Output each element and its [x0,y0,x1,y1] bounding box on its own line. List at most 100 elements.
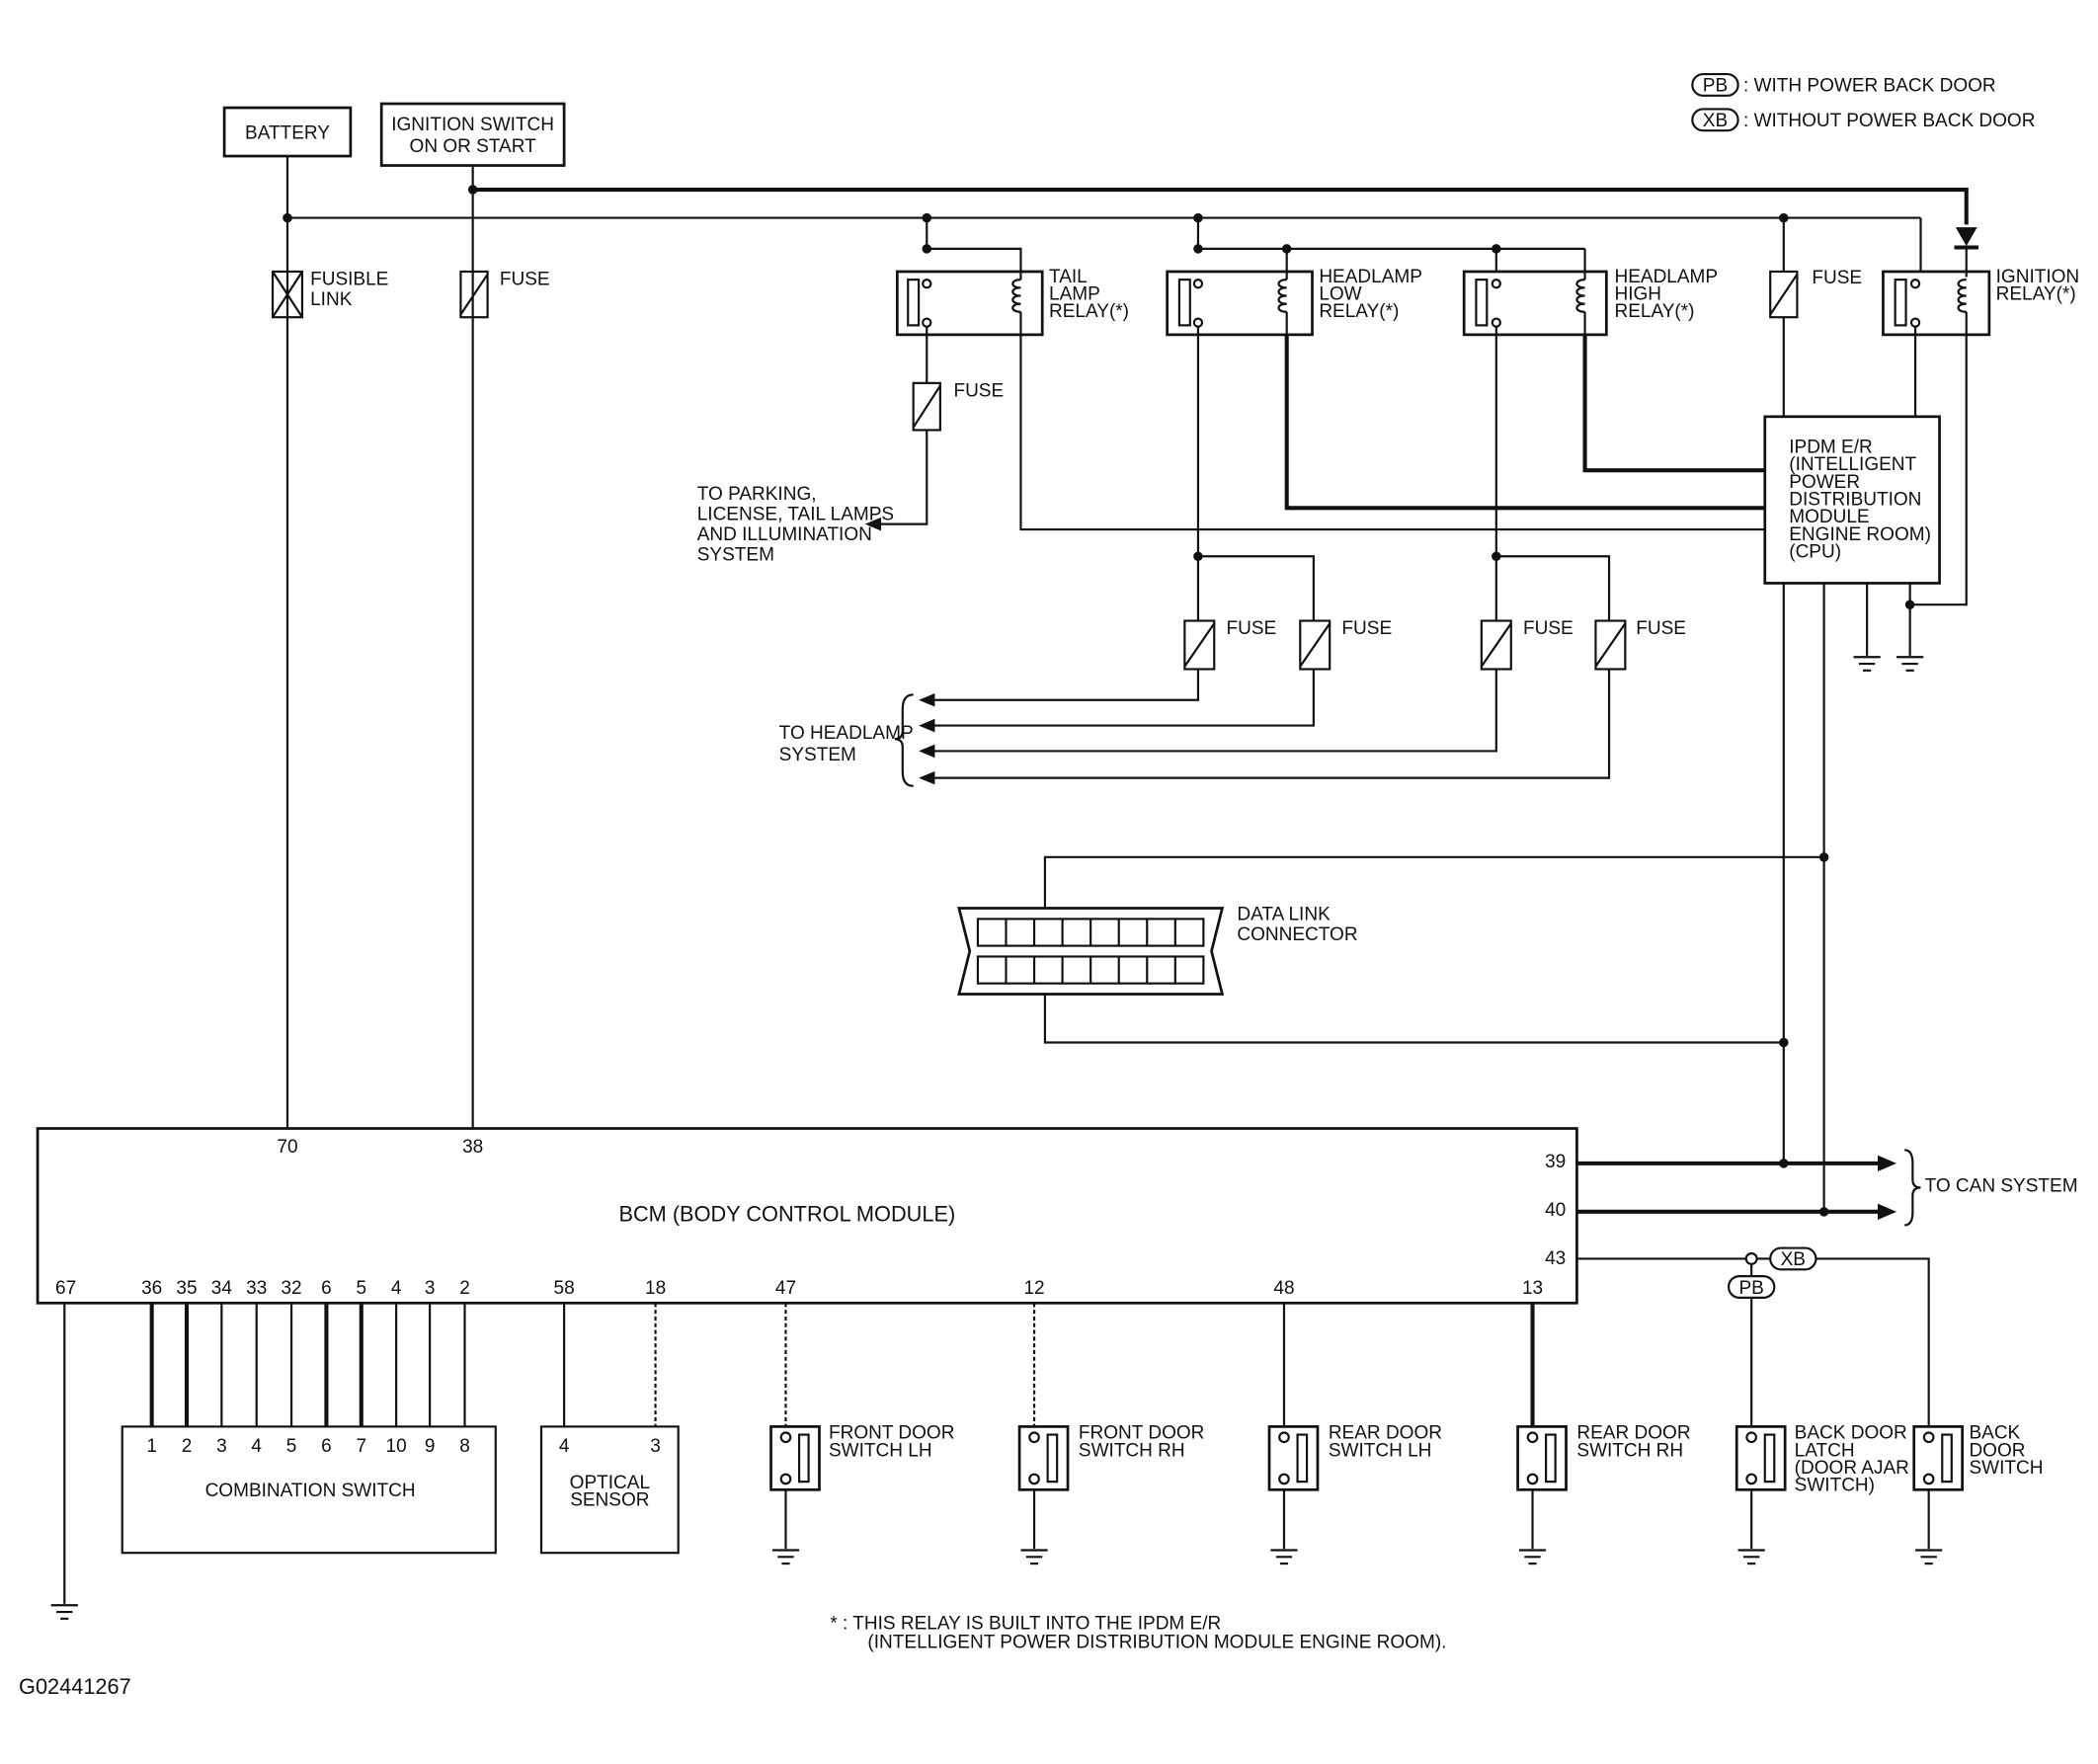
optical-sensor-label-2: SENSOR [570,1490,649,1511]
footnote-1: * : THIS RELAY IS BUILT INTO THE IPDM E/… [830,1614,1221,1635]
hlow-relay-label-3: RELAY(*) [1319,301,1399,322]
diode-icon [1954,227,1978,250]
dlc-label-2: CONNECTOR [1237,924,1357,945]
bcm-pin: 58 [554,1278,575,1299]
fuse-icon [912,381,941,432]
door-switch-icon [1516,1425,1568,1491]
fuse-icon [1183,619,1216,671]
ign-relay-label-2: RELAY(*) [1996,284,2076,305]
ipdm-label-2: (INTELLIGENT [1789,454,1916,475]
os-pin-3: 3 [650,1436,661,1457]
fuse-icon [1769,270,1799,319]
ipdm-fuse-label: FUSE [1812,268,1862,288]
ground-icon [771,1549,800,1565]
legend-xb-text: : WITHOUT POWER BACK DOOR [1743,111,2035,131]
combination-switch-label: COMBINATION SWITCH [205,1481,416,1501]
ipdm-label-4: DISTRIBUTION [1789,490,1921,511]
xb-tag: XB [1781,1249,1806,1270]
rear-door-lh-label-2: SWITCH LH [1329,1440,1432,1461]
cs-pin: 8 [459,1436,470,1457]
cs-pin: 10 [386,1436,407,1457]
front-door-lh-label-1: FRONT DOOR [829,1423,954,1444]
bcm-pin: 18 [645,1278,666,1299]
cs-pin: 9 [425,1436,436,1457]
ipdm-label-7: (CPU) [1789,542,1841,563]
parking-label-2: LICENSE, TAIL LAMPS [697,505,894,525]
door-switch-icon [1267,1425,1320,1491]
fuse-label-1: FUSE [1226,618,1276,639]
can-label: TO CAN SYSTEM [1925,1175,2078,1196]
tail-fuse-label: FUSE [953,380,1004,401]
figure-id: G02441267 [19,1674,131,1699]
fusible-link-label-1: FUSIBLE [310,270,388,290]
cs-pin: 5 [286,1436,297,1457]
front-door-rh-label-1: FRONT DOOR [1079,1423,1204,1444]
optical-sensor-box [539,1425,680,1555]
hhigh-relay-label-2: HIGH [1614,284,1661,305]
relay-contact-icon [1475,279,1501,328]
cs-pin: 1 [146,1436,157,1457]
cs-pin: 3 [216,1436,227,1457]
bcm-pin-39: 39 [1545,1152,1566,1172]
legend: PB : WITH POWER BACK DOOR XB : WITHOUT P… [1691,72,2035,132]
cs-pin: 6 [321,1436,332,1457]
ignition-switch-label-2: ON OR START [410,136,537,157]
hhigh-relay-label-1: HEADLAMP [1614,267,1718,287]
bcm-box [36,1127,1578,1305]
cs-pin: 2 [182,1436,193,1457]
headlamp-system-label-1: TO HEADLAMP [779,723,914,744]
bcm-pin-40: 40 [1545,1200,1566,1221]
ground-icon [1270,1549,1298,1565]
tail-lamp-relay [895,270,1044,337]
ground-icon [1896,656,1924,672]
bcm-pin: 34 [211,1278,233,1299]
battery-label: BATTERY [245,122,330,143]
ground-icon [50,1604,78,1620]
hlow-relay-label-1: HEADLAMP [1319,267,1422,287]
ipdm-label-5: MODULE [1789,507,1869,527]
front-door-lh-label-2: SWITCH LH [829,1440,932,1461]
bcm-bottom-pins: 67 36 35 34 33 32 6 5 4 3 2 58 18 47 12 … [55,1278,1543,1299]
cs-pin: 7 [356,1436,366,1457]
fuse-label-2: FUSE [1341,618,1392,639]
ignition-fuse-label: FUSE [500,270,550,290]
ign-relay-label-1: IGNITION [1996,267,2080,287]
fusible-link-icon [271,270,304,319]
door-switch-icon [1017,1425,1070,1491]
door-switch-icon [1735,1425,1787,1491]
bcm-pin: 47 [775,1278,796,1299]
door-switch-icon [1912,1425,1965,1491]
rear-door-lh-label-1: REAR DOOR [1329,1423,1442,1444]
fuse-label-4: FUSE [1636,618,1686,639]
relay-contact-icon [1894,279,1921,328]
hhigh-relay-label-3: RELAY(*) [1614,301,1694,322]
bcm-pin: 33 [246,1278,267,1299]
headlamp-low-relay [1166,270,1314,337]
footnote-2: (INTELLIGENT POWER DISTRIBUTION MODULE E… [867,1633,1446,1653]
data-link-connector [957,907,1225,996]
bcm-pin: 3 [425,1278,436,1299]
combination-switch-box [121,1425,497,1555]
ipdm-label-1: IPDM E/R [1789,438,1873,458]
legend-xb-tag: XB [1703,111,1728,131]
back-door-switch-label-3: SWITCH [1969,1458,2043,1479]
parking-label-4: SYSTEM [697,544,774,565]
bcm-pin: 36 [141,1278,162,1299]
ground-icon [1915,1549,1943,1565]
bcm-pin: 12 [1023,1278,1044,1299]
ground-icon [1518,1549,1547,1565]
dlc-label-1: DATA LINK [1237,905,1331,925]
legend-pb-tag: PB [1703,76,1728,97]
bcm-pin-38: 38 [462,1137,483,1158]
back-door-switch-label-2: DOOR [1969,1440,2025,1461]
ground-icon [1020,1549,1048,1565]
parking-label-3: AND ILLUMINATION [697,524,872,545]
fuse-label-3: FUSE [1523,618,1574,639]
back-door-switch-label-1: BACK [1969,1423,2020,1444]
back-door-latch-label-2: LATCH [1795,1440,1855,1461]
bcm-pin-43: 43 [1545,1248,1566,1269]
front-door-rh-label-2: SWITCH RH [1079,1440,1185,1461]
relay-coil-icon [1575,271,1586,335]
fusible-link-label-2: LINK [310,289,353,310]
